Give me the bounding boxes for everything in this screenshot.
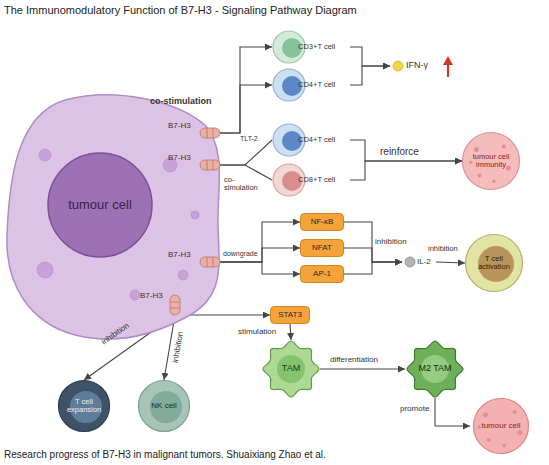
node-label: NFAT	[300, 239, 344, 257]
node-label: tumour cell immunity	[468, 138, 514, 184]
edge-label: inhibition	[100, 322, 131, 347]
figure-caption: Research progress of B7-H3 in malignant …	[4, 449, 326, 460]
pathway-connector	[350, 140, 462, 161]
factor-box: STAT3	[270, 306, 310, 324]
activation-cell: T cell activation	[465, 234, 523, 292]
node-text: NK cell	[151, 402, 176, 411]
edge-label: inhibition	[428, 245, 458, 253]
t-cell: T cell expansion	[58, 380, 110, 432]
edge-label: stimulation	[238, 328, 276, 337]
factor-box: NFAT	[300, 239, 344, 257]
node-text: IL-2	[417, 258, 431, 267]
pathway-connector	[220, 262, 300, 274]
pathway-connector	[436, 262, 465, 263]
node-text: AP-1	[313, 270, 331, 279]
edge-label: TLT-2	[240, 135, 258, 143]
node-text: TAM	[282, 364, 300, 374]
pathway-connector	[344, 248, 402, 262]
node-text: tumour cell	[481, 422, 520, 431]
node-label: M2 TAM	[409, 344, 461, 394]
receptor-label: B7-H3	[168, 154, 191, 163]
node-label: NK cell	[142, 384, 186, 428]
increase-arrow	[443, 56, 453, 77]
pathway-connector	[220, 248, 300, 262]
nk-cell: NK cell	[138, 380, 190, 432]
node-label: NF-κB	[300, 213, 344, 231]
receptor-symbol	[170, 295, 180, 315]
receptor-symbol	[200, 128, 220, 138]
t-cell: CD4+T cell	[272, 68, 350, 102]
pathway-connector	[290, 324, 291, 340]
tumour-cell: tumour cell	[470, 398, 532, 454]
t-cell: CD3+T cell	[272, 30, 350, 64]
t-cell: CD8+T cell	[272, 163, 350, 197]
diagram-title: The Immunomodulatory Function of B7-H3 -…	[4, 4, 357, 16]
factor-box: AP-1	[300, 265, 344, 283]
edge-label: differentiation	[330, 356, 378, 365]
receptor-label: B7-H3	[140, 292, 163, 301]
node-label: AP-1	[300, 265, 344, 283]
receptor-symbol	[200, 257, 220, 267]
pathway-connector	[350, 66, 390, 85]
pathway-connector	[344, 262, 402, 274]
edge-label: co-simulation	[224, 176, 264, 193]
edge-label: promote	[400, 405, 429, 414]
edge-label: inhibition	[172, 331, 186, 364]
pathway-connector	[435, 398, 470, 426]
pathway-connector	[320, 368, 405, 369]
edge-label: co-stimulation	[150, 97, 212, 107]
node-text: T cell expansion	[62, 398, 106, 415]
node-text: CD8+T cell	[298, 176, 335, 184]
factor-box: NF-κB	[300, 213, 344, 231]
node-text: tumour cell	[68, 198, 132, 212]
node-label: CD8+T cell	[298, 163, 350, 197]
pathway-connector	[220, 85, 272, 133]
cytokine-dot: IFN-γ	[390, 56, 440, 76]
cytokine-dot: IL-2	[402, 253, 436, 271]
node-label: IL-2	[417, 253, 436, 271]
receptor-label: B7-H3	[168, 251, 191, 260]
node-label: T cell activation	[471, 240, 517, 286]
node-text: NFAT	[312, 244, 332, 253]
edge-label: inhibition	[375, 238, 407, 247]
node-label: IFN-γ	[406, 56, 440, 76]
pathway-connector	[350, 47, 390, 66]
pathway-connector	[350, 161, 462, 180]
node-label: CD4+T cell	[298, 68, 350, 102]
immunity-cell: tumour cell immunity	[462, 132, 520, 190]
node-label: TAM	[266, 344, 316, 394]
receptor-symbol	[200, 160, 220, 170]
edge-label: downgrade	[223, 250, 258, 258]
node-label: T cell expansion	[62, 384, 106, 428]
node-text: T cell activation	[471, 255, 517, 272]
macrophage-cell: M2 TAM	[405, 340, 465, 398]
pathway-connector	[220, 222, 300, 262]
node-label: STAT3	[270, 306, 310, 324]
node-label: tumour cell	[476, 404, 526, 448]
node-text: IFN-γ	[406, 61, 428, 71]
edge-label: reinforce	[380, 146, 419, 157]
node-text: CD4+T cell	[298, 136, 335, 144]
node-text: CD3+T cell	[298, 43, 335, 51]
node-text: M2 TAM	[418, 364, 451, 374]
node-label: tumour cell	[45, 188, 155, 222]
pathway-connector	[220, 140, 272, 165]
macrophage-cell: TAM	[262, 340, 320, 398]
node-text: tumour cell immunity	[468, 153, 514, 170]
pathway-connector	[220, 47, 272, 133]
node-label: CD3+T cell	[298, 30, 350, 64]
t-cell: CD4+T cell	[272, 123, 350, 157]
node-label: CD4+T cell	[298, 123, 350, 157]
node-text: STAT3	[278, 311, 302, 320]
node-text: NF-κB	[311, 218, 334, 227]
node-text: CD4+T cell	[298, 81, 335, 89]
receptor-label: B7-H3	[168, 122, 191, 131]
